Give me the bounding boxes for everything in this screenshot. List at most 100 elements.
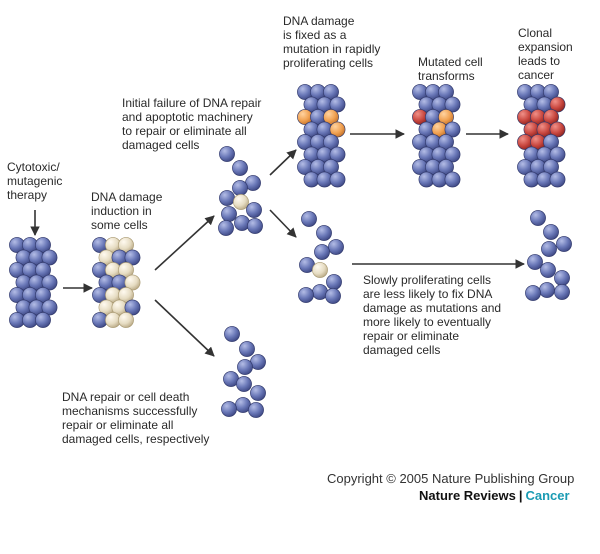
- mutated-cell: [323, 109, 339, 125]
- normal-cell: [540, 262, 556, 278]
- label-initial-failure-line: to repair or eliminate all: [122, 124, 247, 138]
- normal-cell: [35, 237, 51, 253]
- normal-cell: [236, 376, 252, 392]
- damaged-cell: [118, 287, 134, 303]
- damaged-cell: [118, 312, 134, 328]
- normal-cell: [124, 249, 141, 266]
- normal-cell: [221, 401, 237, 417]
- label-initial-failure-line: damaged cells: [122, 138, 200, 152]
- normal-cell: [543, 159, 559, 175]
- label-transforms-line: transforms: [418, 69, 475, 83]
- normal-cell: [35, 312, 51, 328]
- label-fixed-mutation-line: DNA damage: [283, 14, 355, 28]
- normal-cell: [224, 326, 240, 342]
- normal-cell: [323, 84, 339, 100]
- normal-cell: [323, 159, 339, 175]
- arrow-to-slow: [269, 209, 297, 238]
- label-slowly-line: damage as mutations and: [363, 301, 502, 315]
- cluster-success: [221, 326, 266, 418]
- arrows: [30, 129, 525, 357]
- label-slowly-line: more likely to eventually: [363, 315, 492, 329]
- normal-cell: [41, 249, 58, 266]
- normal-cell: [556, 236, 572, 252]
- cluster-slow-result: [525, 210, 572, 301]
- normal-cell: [525, 285, 541, 301]
- label-successful-line: DNA repair or cell death: [62, 390, 190, 404]
- normal-cell: [326, 274, 342, 290]
- damaged-cell: [312, 262, 328, 278]
- label-therapy-line: mutagenic: [7, 174, 63, 188]
- label-therapy-line: Cytotoxic/: [7, 160, 60, 174]
- normal-cell: [539, 282, 555, 298]
- normal-cell: [527, 254, 543, 270]
- normal-cell: [554, 270, 570, 286]
- cluster-rapid: [297, 84, 346, 188]
- label-fixed-mutation-line: is fixed as a: [283, 28, 347, 42]
- mutated-cell: [329, 121, 346, 138]
- damaged-cell: [233, 194, 249, 210]
- normal-cell: [247, 218, 263, 234]
- damaged-cell: [124, 274, 141, 291]
- normal-cell: [314, 244, 330, 260]
- label-successful-line: repair or eliminate all: [62, 418, 174, 432]
- label-therapy-line: therapy: [7, 188, 48, 202]
- label-fixed-mutation-line: proliferating cells: [283, 56, 374, 70]
- normal-cell: [301, 211, 317, 227]
- normal-cell: [239, 341, 255, 357]
- normal-cell: [438, 84, 454, 100]
- normal-cell: [246, 202, 262, 218]
- normal-cell: [543, 134, 559, 150]
- normal-cell: [221, 206, 237, 222]
- normal-cell: [234, 215, 250, 231]
- label-initial-failure-line: and apoptotic machinery: [122, 110, 253, 124]
- normal-cell: [554, 284, 570, 300]
- label-clonal-line: cancer: [518, 68, 555, 82]
- normal-cell: [248, 402, 264, 418]
- cluster-expansion: [517, 84, 566, 188]
- normal-cell: [444, 121, 461, 138]
- label-clonal-line: expansion: [518, 40, 573, 54]
- normal-cell: [329, 171, 346, 188]
- normal-cell: [237, 359, 253, 375]
- normal-cell: [543, 224, 559, 240]
- label-induction-line: some cells: [91, 218, 148, 232]
- normal-cell: [328, 239, 344, 255]
- label-induction-line: induction in: [91, 204, 152, 218]
- cluster-transform: [412, 84, 461, 188]
- journal-section: Cancer: [525, 488, 570, 503]
- normal-cell: [219, 190, 235, 206]
- normal-cell: [549, 146, 566, 163]
- normal-cell: [41, 299, 58, 316]
- normal-cell: [541, 241, 557, 257]
- normal-cell: [250, 385, 266, 401]
- normal-cell: [438, 159, 454, 175]
- normal-cell: [329, 96, 346, 113]
- normal-cell: [543, 84, 559, 100]
- normal-cell: [549, 171, 566, 188]
- copyright-notice: Copyright © 2005 Nature Publishing Group: [327, 471, 575, 486]
- label-initial-failure-line: Initial failure of DNA repair: [122, 96, 262, 110]
- label-slowly-line: repair or eliminate: [363, 329, 460, 343]
- label-slowly-line: damaged cells: [363, 343, 441, 357]
- normal-cell: [35, 287, 51, 303]
- normal-cell: [444, 171, 461, 188]
- normal-cell: [329, 146, 346, 163]
- normal-cell: [444, 96, 461, 113]
- damaged-cell: [118, 262, 134, 278]
- transformed-cell: [543, 109, 559, 125]
- transformed-cell: [549, 96, 566, 113]
- normal-cell: [316, 225, 332, 241]
- normal-cell: [298, 287, 314, 303]
- normal-cell: [438, 134, 454, 150]
- transformed-cell: [549, 121, 566, 138]
- normal-cell: [325, 288, 341, 304]
- label-fixed-mutation-line: mutation in rapidly: [283, 42, 381, 56]
